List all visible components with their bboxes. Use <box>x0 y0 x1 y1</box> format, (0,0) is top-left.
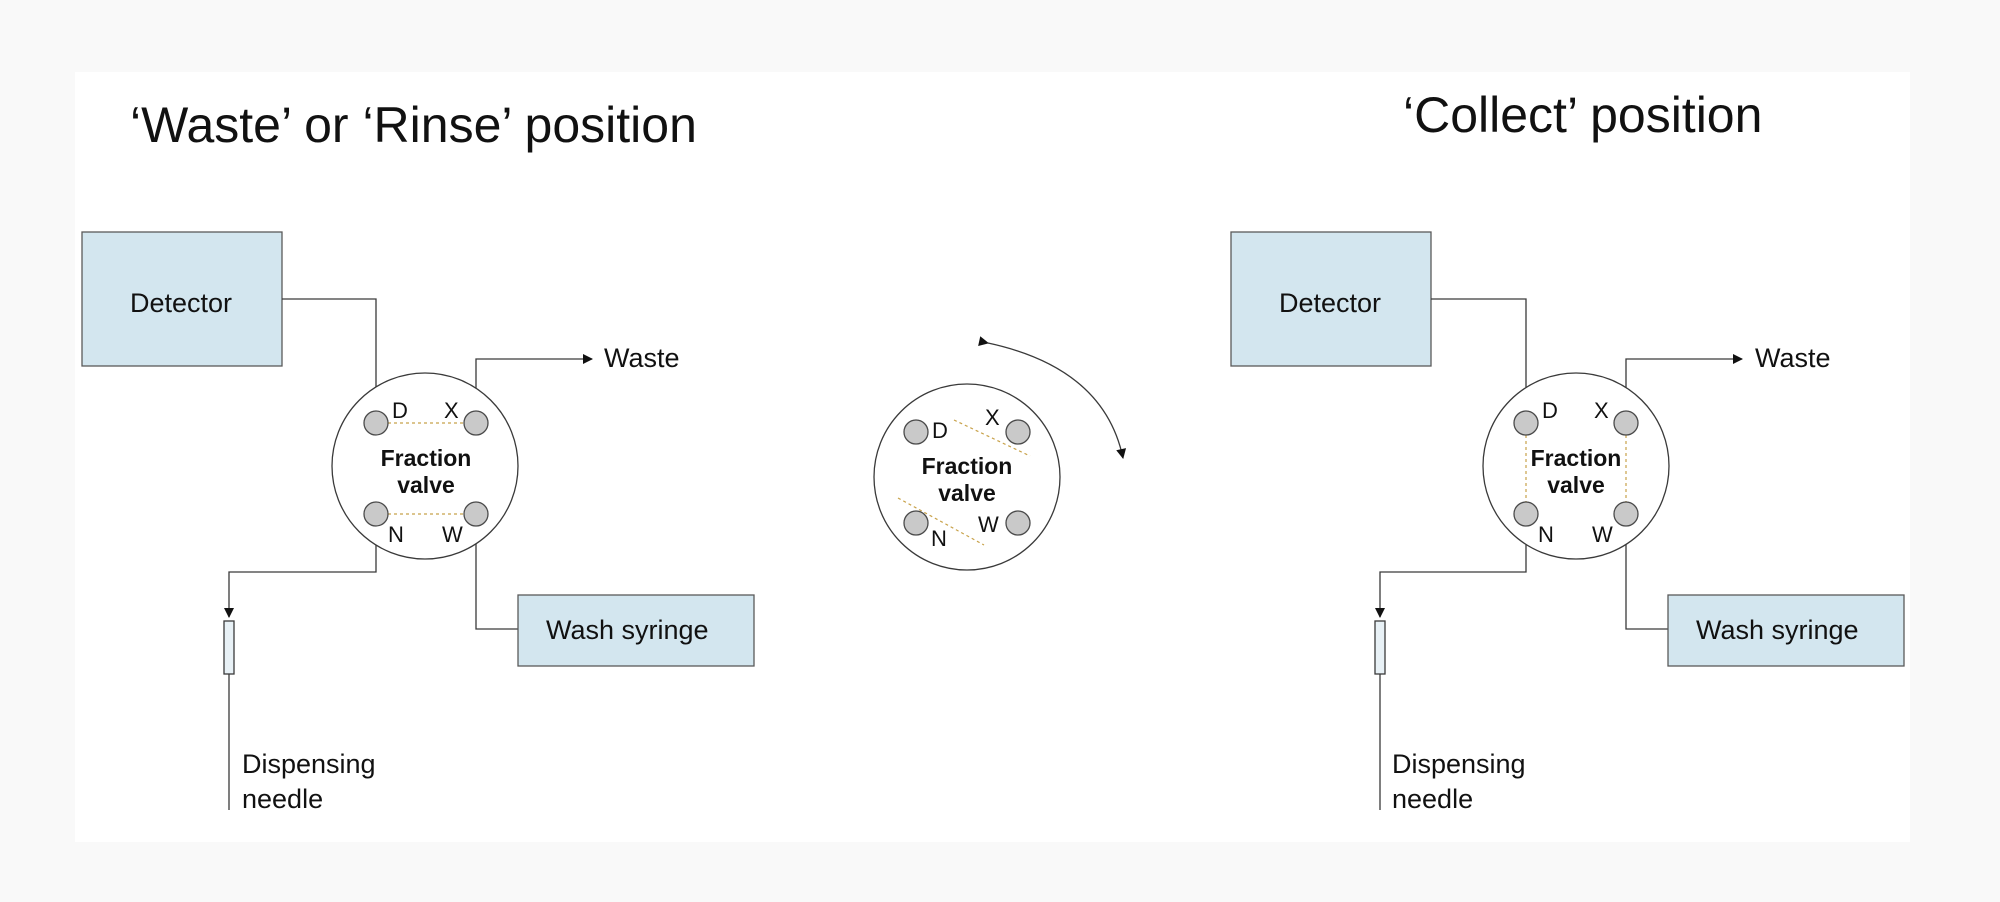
left-needle-label-line2: needle <box>242 784 323 814</box>
middle-channel-d-x <box>953 419 1031 457</box>
middle-port-d-label: D <box>932 418 948 443</box>
left-port-n <box>363 501 389 527</box>
left-valve-label-line2: valve <box>397 472 455 498</box>
middle-port-w-label: W <box>978 512 999 537</box>
right-port-x <box>1613 410 1639 436</box>
left-port-d-label: D <box>392 398 408 423</box>
middle-channel-n <box>897 497 985 546</box>
middle-port-d <box>903 419 929 445</box>
middle-port-x <box>1005 419 1031 445</box>
right-needle-label-line1: Dispensing <box>1392 749 1526 779</box>
right-panel-collect-position: ‘Collect’ position Detector Waste D X N … <box>1230 87 1905 814</box>
middle-valve-label-line1: Fraction <box>922 453 1013 479</box>
left-panel-waste-position: ‘Waste’ or ‘Rinse’ position Detector Was… <box>81 97 755 814</box>
left-valve-label-line1: Fraction <box>381 445 472 471</box>
right-wash-syringe-box <box>1667 594 1905 667</box>
right-port-x-label: X <box>1594 398 1609 423</box>
right-port-n-label: N <box>1538 522 1554 547</box>
right-n-to-needle-line <box>1375 524 1527 618</box>
left-detector-box <box>81 231 283 367</box>
left-port-w <box>463 501 489 527</box>
left-wash-syringe-box <box>517 594 755 667</box>
left-wash-syringe-label: Wash syringe <box>546 615 709 645</box>
right-detector-box <box>1230 231 1432 367</box>
left-panel-title: ‘Waste’ or ‘Rinse’ position <box>130 97 697 153</box>
left-needle-holder <box>223 620 235 675</box>
left-n-to-needle-line <box>224 524 377 618</box>
right-detector-label: Detector <box>1279 288 1381 318</box>
left-port-d <box>363 410 389 436</box>
left-port-x <box>463 410 489 436</box>
left-port-x-label: X <box>444 398 459 423</box>
right-panel-title: ‘Collect’ position <box>1403 87 1762 143</box>
middle-port-n <box>903 510 929 536</box>
left-detector-label: Detector <box>130 288 232 318</box>
left-port-w-label: W <box>442 522 463 547</box>
right-waste-label: Waste <box>1755 343 1831 373</box>
right-wash-syringe-label: Wash syringe <box>1696 615 1859 645</box>
left-waste-label: Waste <box>604 343 680 373</box>
middle-port-x-label: X <box>985 405 1000 430</box>
right-needle-holder <box>1374 620 1386 675</box>
right-needle-label-line2: needle <box>1392 784 1473 814</box>
left-needle-label-line1: Dispensing <box>242 749 376 779</box>
right-valve-label-line1: Fraction <box>1531 445 1622 471</box>
right-port-w <box>1613 501 1639 527</box>
right-valve-label-line2: valve <box>1547 472 1605 498</box>
right-port-d-label: D <box>1542 398 1558 423</box>
left-detector-to-d-line <box>282 298 381 416</box>
middle-rotation-illustration: D X N W Fraction valve <box>873 336 1127 571</box>
right-port-w-label: W <box>1592 522 1613 547</box>
middle-port-w <box>1005 510 1031 536</box>
right-port-d <box>1513 410 1539 436</box>
right-port-n <box>1513 501 1539 527</box>
right-detector-to-d-line <box>1431 298 1531 416</box>
middle-port-n-label: N <box>931 526 947 551</box>
rotation-arrow <box>978 336 1127 459</box>
middle-valve-label-line2: valve <box>938 480 996 506</box>
left-port-n-label: N <box>388 522 404 547</box>
